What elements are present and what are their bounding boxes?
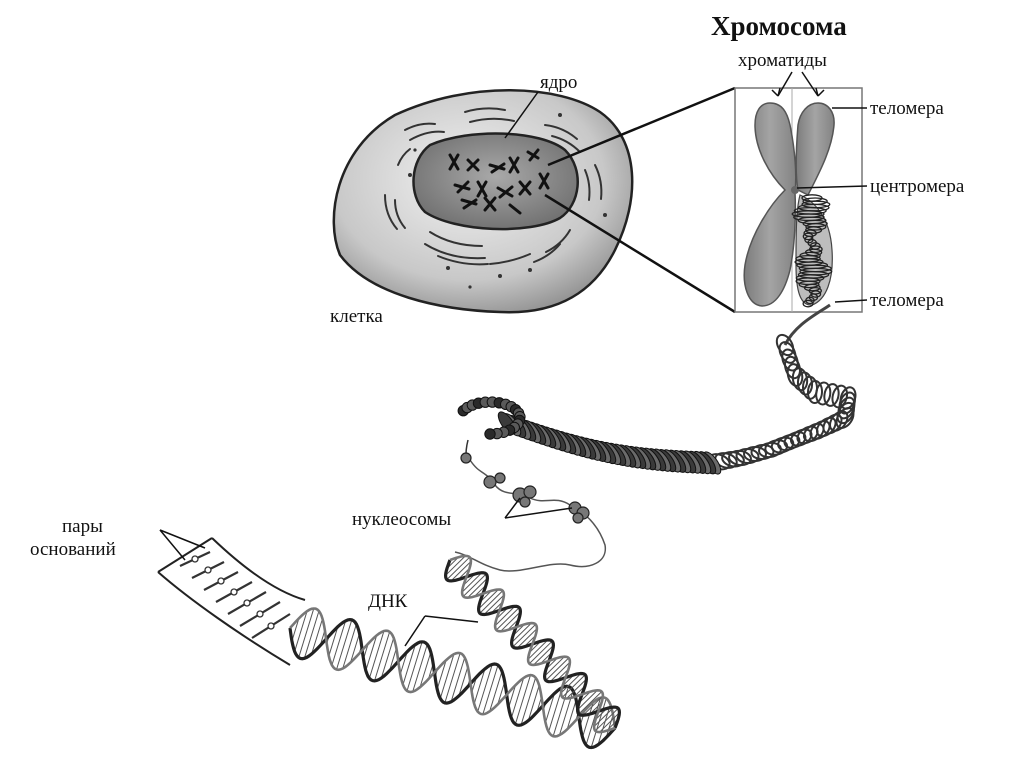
solenoid-coil xyxy=(706,332,858,472)
dna-double-helix xyxy=(290,556,619,748)
label-telomere-top: теломера xyxy=(870,98,944,119)
helix-strand xyxy=(290,620,615,748)
label-telomere-bottom: теломера xyxy=(870,290,944,311)
nucleosome-beads xyxy=(458,397,525,458)
solenoid-loop xyxy=(776,340,798,366)
label-base-pairs-line1: пары xyxy=(62,516,103,537)
base-pair-marks xyxy=(192,556,274,629)
label-cell: клетка xyxy=(330,306,383,327)
chromosome-panel xyxy=(735,88,862,312)
label-dna: ДНК xyxy=(368,591,408,612)
chromatin-fiber xyxy=(455,305,858,571)
solenoid-loop xyxy=(820,411,845,437)
solenoid-loop xyxy=(764,438,788,456)
label-nucleus: ядро xyxy=(540,72,577,93)
nucleosome-clusters xyxy=(461,453,589,523)
label-chromatids: хроматиды xyxy=(738,50,827,71)
helix-rung xyxy=(369,631,384,678)
nucleosome-bead xyxy=(485,429,495,439)
condensed-fiber xyxy=(495,409,724,477)
diagram-title: Хромосома xyxy=(711,11,847,41)
nucleus xyxy=(414,134,578,230)
dna-open-end xyxy=(158,538,305,665)
label-nucleosomes: нуклеосомы xyxy=(352,509,451,530)
label-base-pairs-line2: оснований xyxy=(30,539,116,560)
label-centromere: центромера xyxy=(870,176,965,197)
helix-rung xyxy=(413,644,428,691)
centromere-point xyxy=(791,186,799,194)
